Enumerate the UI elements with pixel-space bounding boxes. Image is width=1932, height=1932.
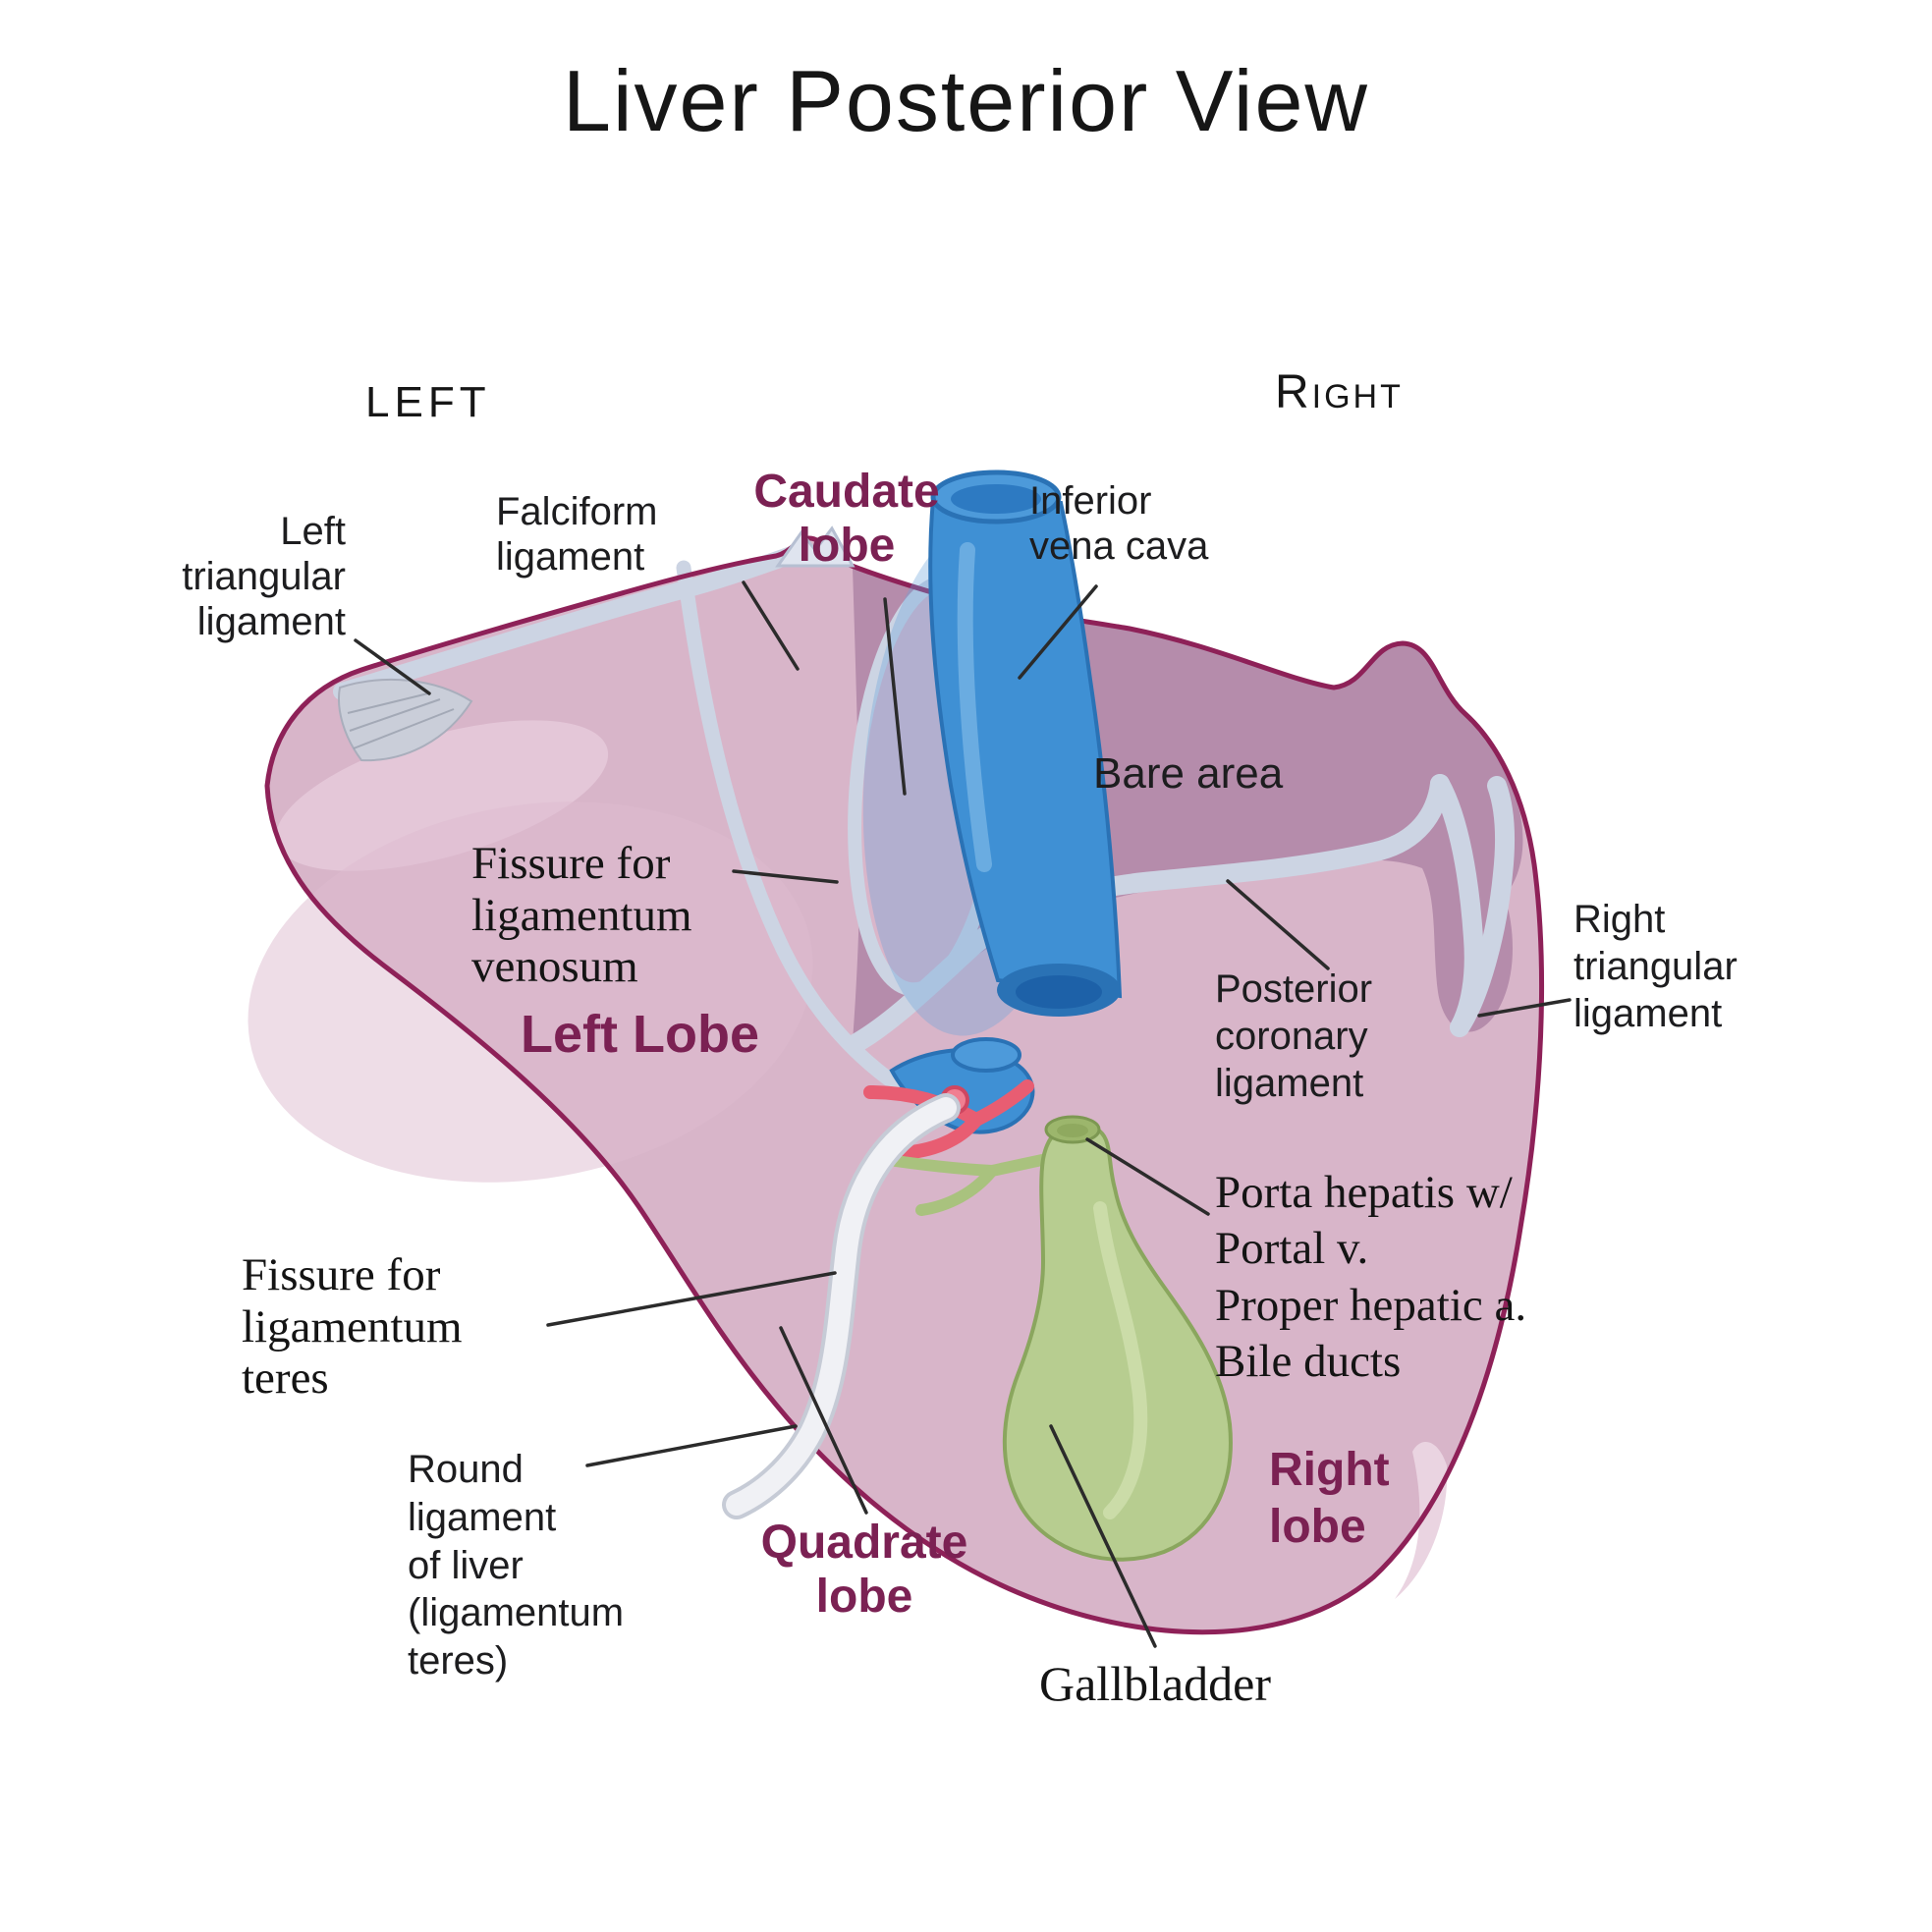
- leader-ivc: [1018, 584, 1098, 680]
- top-coronary-band: [333, 541, 814, 700]
- label-fissure-ligamentum-teres: Fissure for ligamentum teres: [242, 1249, 463, 1405]
- label-fissure-ligamentum-venosum: Fissure for ligamentum venosum: [471, 838, 692, 993]
- ivc-highlight: [957, 542, 992, 872]
- right-triangular-band-right: [1450, 776, 1515, 1037]
- label-falciform-ligament: Falciform ligament: [496, 490, 658, 579]
- leader-falciform: [742, 580, 800, 671]
- side-header-left: LEFT: [365, 378, 491, 426]
- left-triangular-striations: [347, 692, 455, 749]
- portal-vein-opening: [951, 1037, 1021, 1073]
- left-lobe-highlight: [275, 720, 609, 871]
- leader-fissure-venosum: [732, 869, 839, 884]
- leader-gallbladder: [1049, 1424, 1157, 1648]
- label-left-triangular-ligament: Left triangular ligament: [182, 510, 346, 643]
- round-ligament-band: [726, 1097, 957, 1516]
- leader-porta-hepatis: [1085, 1137, 1210, 1216]
- label-right-triangular-ligament: Right triangular ligament: [1573, 898, 1738, 1035]
- page-title: Liver Posterior View: [563, 52, 1369, 149]
- left-lobe-sheen: [248, 801, 813, 1183]
- label-left-lobe: Left Lobe: [521, 1005, 759, 1064]
- side-header-right: Right: [1275, 366, 1404, 418]
- leader-round-ligament: [585, 1424, 798, 1467]
- ivc-top-lumen: [951, 484, 1041, 514]
- gallbladder-highlight: [1093, 1201, 1148, 1519]
- label-gallbladder: Gallbladder: [1039, 1656, 1272, 1711]
- leader-lines: [354, 580, 1572, 1648]
- leader-quadrate: [779, 1326, 868, 1515]
- ivc-bottom-lumen: [1016, 975, 1102, 1009]
- coronary-ligament-band: [847, 774, 1450, 1053]
- leader-right-triangular: [1477, 998, 1572, 1018]
- proper-hepatic-artery: [863, 1079, 1034, 1160]
- label-inferior-vena-cava: Inferior vena cava: [1029, 479, 1209, 568]
- label-caudate-lobe: Caudate lobe: [753, 466, 940, 573]
- gallbladder-neck-lumen: [1057, 1124, 1088, 1137]
- leader-fissure-teres: [546, 1271, 837, 1327]
- label-bare-area: Bare area: [1093, 749, 1284, 798]
- leader-posterior-coronary: [1226, 879, 1330, 970]
- leader-caudate: [883, 597, 907, 796]
- label-round-ligament: Round ligament of liver (ligamentum tere…: [408, 1448, 625, 1684]
- leader-left-triangular: [354, 638, 431, 695]
- fissure-venosum-band: [676, 560, 957, 1120]
- label-porta-hepatis: Porta hepatis w/ Portal v. Proper hepati…: [1215, 1167, 1527, 1387]
- label-posterior-coronary-ligament: Posterior coronary ligament: [1215, 967, 1373, 1105]
- label-quadrate-lobe: Quadrate lobe: [760, 1517, 968, 1624]
- falciform-ligament-shape: [775, 525, 856, 568]
- liver-outline: [264, 535, 1545, 1635]
- label-right-lobe: Right lobe: [1269, 1444, 1390, 1553]
